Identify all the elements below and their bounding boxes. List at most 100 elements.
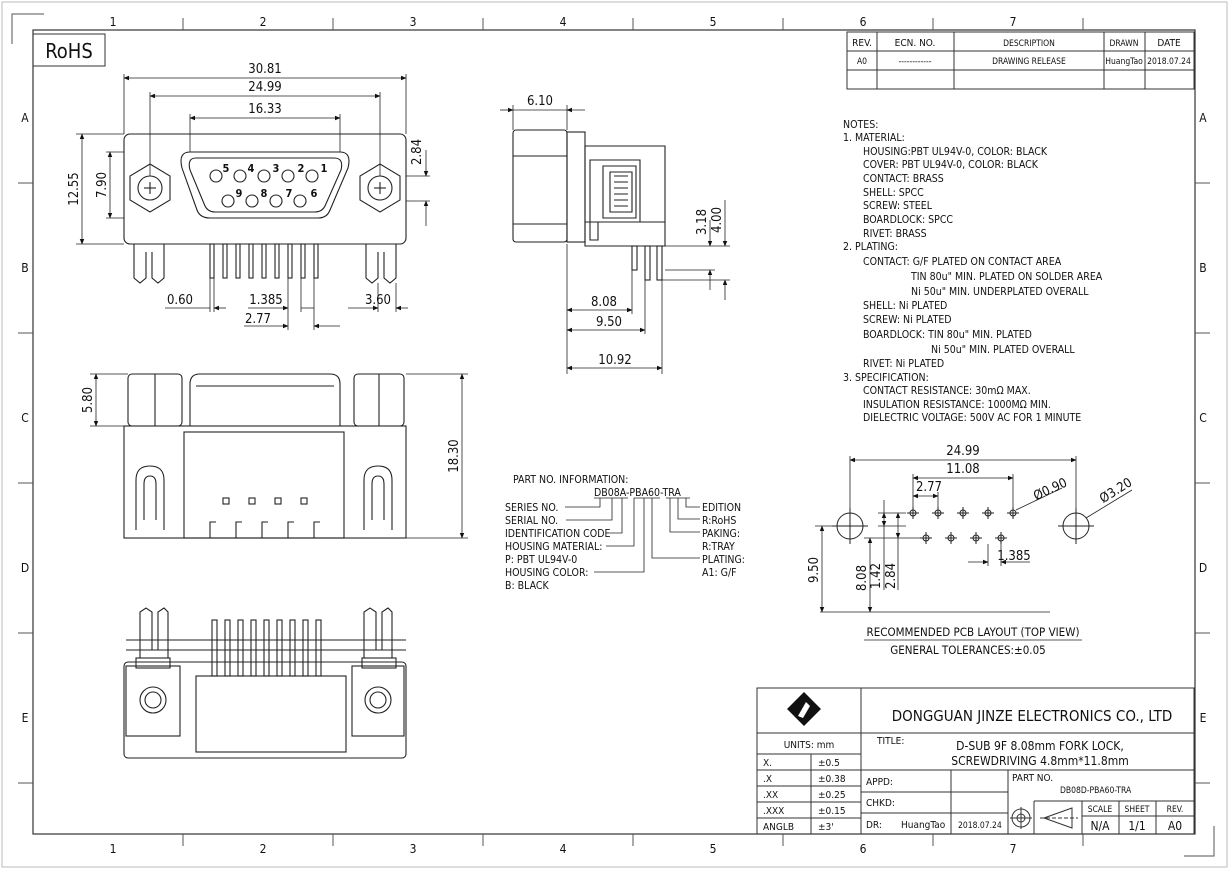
row-label: E bbox=[22, 711, 29, 725]
appd-label: APPD: bbox=[866, 777, 893, 788]
tolerance-label: .XXX bbox=[763, 806, 784, 817]
grid-labels: 1 2 3 4 5 6 7 1 2 3 4 5 6 7 A B C D E A … bbox=[21, 15, 1207, 856]
note-line: Ni 50u" MIN. PLATED OVERALL bbox=[931, 344, 1075, 356]
note-line: BOARDLOCK: TIN 80u" MIN. PLATED bbox=[863, 329, 1032, 341]
col-label: 7 bbox=[1010, 15, 1017, 29]
dimension-label: 2.84 bbox=[884, 563, 899, 589]
rev-cell: HuangTao bbox=[1105, 57, 1143, 67]
part-info-code: DB08A-PBA60-TRA bbox=[594, 487, 681, 499]
rev-header: ECN. NO. bbox=[895, 38, 936, 49]
note-line: CONTACT: G/F PLATED ON CONTACT AREA bbox=[863, 256, 1062, 268]
note-line: HOUSING:PBT UL94V-0, COLOR: BLACK bbox=[863, 146, 1048, 158]
row-label: D bbox=[21, 561, 29, 575]
rohs-label: RoHS bbox=[45, 39, 93, 63]
dr-label: DR: bbox=[866, 820, 882, 831]
part-info-left: IDENTIFICATION CODE bbox=[505, 528, 610, 540]
dimension-label: 10.92 bbox=[598, 353, 631, 368]
pin-number: 3 bbox=[273, 162, 280, 175]
rev-header: DESCRIPTION bbox=[1003, 39, 1055, 49]
part-number-info: PART NO. INFORMATION: DB08A-PBA60-TRA SE… bbox=[505, 474, 745, 592]
part-info-right: R:RoHS bbox=[702, 515, 736, 527]
note-line: Ni 50u" MIN. UNDERPLATED OVERALL bbox=[911, 286, 1089, 298]
pcb-layout: 24.99 11.08 2.77 Ø0.90 Ø3.20 1.385 9.50 … bbox=[807, 444, 1135, 657]
part-info-right: PAKING: bbox=[702, 528, 740, 540]
dimension-label: 12.55 bbox=[67, 172, 82, 205]
note-line: SCREW: STEEL bbox=[863, 200, 933, 212]
part-info-left: P: PBT UL94V-0 bbox=[505, 554, 577, 566]
side-view: 6.10 3.18 4.00 8.08 9.50 10.92 bbox=[500, 94, 730, 374]
dimension-label: 30.81 bbox=[248, 62, 281, 77]
company-name: DONGGUAN JINZE ELECTRONICS CO., LTD bbox=[892, 707, 1173, 725]
notes: NOTES: 1. MATERIAL: HOUSING:PBT UL94V-0,… bbox=[843, 119, 1103, 424]
sheet-value: 1/1 bbox=[1128, 819, 1145, 833]
dimension-label: 9.50 bbox=[807, 557, 822, 583]
units-label: UNITS: mm bbox=[784, 740, 835, 751]
scale-label: SCALE bbox=[1088, 805, 1113, 815]
part-no-label: PART NO. bbox=[1012, 773, 1053, 784]
note-line: NOTES: bbox=[843, 119, 878, 131]
dimension-label: 0.60 bbox=[167, 293, 193, 308]
dimension-label: 8.08 bbox=[855, 565, 870, 591]
rev-cell: A0 bbox=[857, 57, 867, 67]
pin-number: 4 bbox=[248, 162, 255, 175]
part-info-right: R:TRAY bbox=[702, 541, 735, 553]
row-label: D bbox=[1199, 561, 1207, 575]
pcb-caption: RECOMMENDED PCB LAYOUT (TOP VIEW) bbox=[867, 625, 1080, 639]
pcb-tolerance: GENERAL TOLERANCES:±0.05 bbox=[890, 643, 1045, 657]
revision-table: REV. ECN. NO. DESCRIPTION DRAWN DATE A0 … bbox=[846, 31, 1195, 90]
dimension-label: 1.385 bbox=[997, 549, 1030, 564]
dimension-label: 24.99 bbox=[248, 80, 281, 95]
dimension-label: 3.60 bbox=[365, 293, 391, 308]
rev-label: REV. bbox=[1167, 805, 1184, 815]
dimension-label: 3.18 bbox=[695, 209, 710, 235]
dimension-label: 1.42 bbox=[869, 563, 884, 589]
note-line: RIVET: BRASS bbox=[863, 228, 927, 240]
dimension-label: Ø3.20 bbox=[1097, 475, 1135, 506]
part-info-left: SERIAL NO. bbox=[505, 515, 558, 527]
pin-number: 7 bbox=[286, 187, 293, 200]
note-line: SCREW: Ni PLATED bbox=[863, 314, 952, 326]
note-line: TIN 80u" MIN. PLATED ON SOLDER AREA bbox=[910, 271, 1103, 283]
rev-cell: ------------ bbox=[898, 57, 931, 67]
col-label: 1 bbox=[110, 842, 117, 856]
note-line: DIELECTRIC VOLTAGE: 500V AC FOR 1 MINUTE bbox=[863, 412, 1081, 424]
dimension-label: 5.80 bbox=[81, 387, 96, 413]
row-label: C bbox=[1199, 411, 1207, 425]
row-label: A bbox=[1199, 111, 1207, 125]
col-label: 7 bbox=[1010, 842, 1017, 856]
drawing-title-line1: D-SUB 9F 8.08mm FORK LOCK, bbox=[956, 739, 1124, 753]
tolerance-value: ±0.38 bbox=[818, 774, 846, 785]
col-label: 5 bbox=[710, 15, 717, 29]
tolerance-label: ANGLB bbox=[763, 822, 794, 833]
title-label: TITLE: bbox=[876, 736, 904, 747]
front-view: 5 4 3 2 1 9 8 7 6 bbox=[67, 62, 430, 330]
row-label: B bbox=[21, 261, 28, 275]
col-label: 6 bbox=[860, 842, 867, 856]
pin-number: 9 bbox=[236, 187, 243, 200]
row-label: E bbox=[1200, 711, 1207, 725]
part-info-right: EDITION bbox=[702, 502, 741, 514]
dimension-label: 11.08 bbox=[946, 462, 979, 477]
dimension-label: Ø0.90 bbox=[1031, 476, 1069, 504]
part-info-right: A1: G/F bbox=[702, 567, 737, 579]
tolerance-label: X. bbox=[763, 758, 772, 769]
col-label: 2 bbox=[260, 15, 267, 29]
dimension-label: 9.50 bbox=[596, 315, 622, 330]
rev-header: REV. bbox=[852, 38, 872, 49]
drawing-title-line2: SCREWDRIVING 4.8mm*11.8mm bbox=[951, 754, 1128, 768]
row-label: C bbox=[21, 411, 29, 425]
part-no: DB08D-PBA60-TRA bbox=[1060, 786, 1132, 796]
dimension-label: 2.77 bbox=[245, 312, 271, 327]
bottom-view: 5.80 18.30 bbox=[81, 373, 468, 539]
tolerance-label: .XX bbox=[763, 790, 778, 801]
title-block: DONGGUAN JINZE ELECTRONICS CO., LTD UNIT… bbox=[756, 687, 1195, 835]
pin-number: 5 bbox=[223, 162, 230, 175]
col-label: 3 bbox=[410, 15, 417, 29]
part-info-left: SERIES NO. bbox=[505, 502, 558, 514]
rev-header: DATE bbox=[1157, 38, 1181, 49]
dimension-label: 1.385 bbox=[249, 293, 282, 308]
note-line: SHELL: Ni PLATED bbox=[863, 300, 947, 312]
col-label: 2 bbox=[260, 842, 267, 856]
